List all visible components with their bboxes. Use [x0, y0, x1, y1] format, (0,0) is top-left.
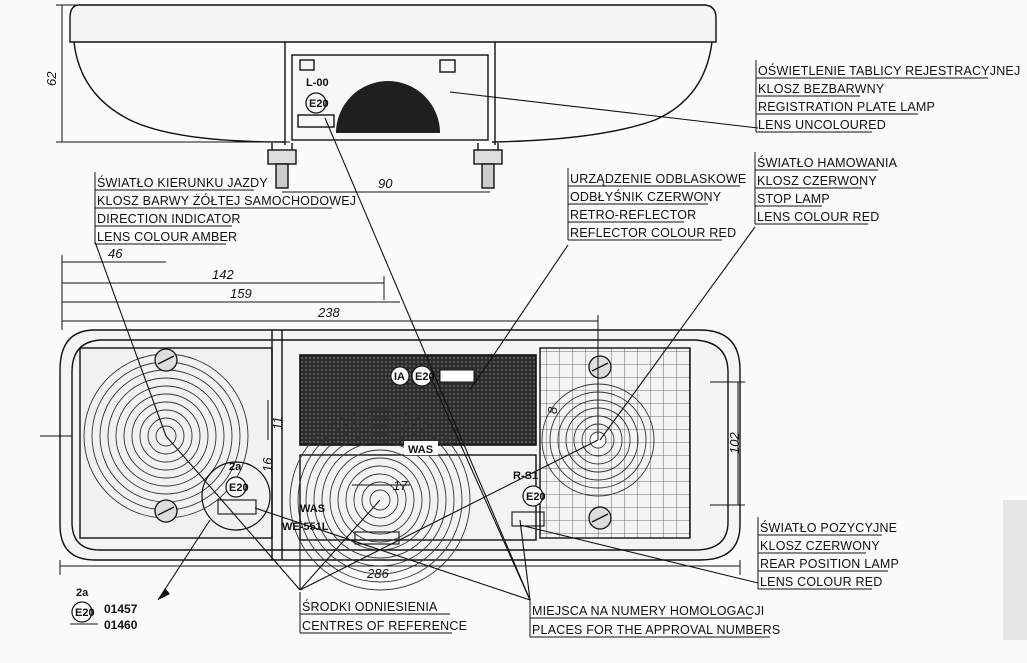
approval-number-2: 01460: [104, 618, 138, 632]
svg-text:LENS COLOUR AMBER: LENS COLOUR AMBER: [97, 230, 237, 244]
svg-text:REAR POSITION LAMP: REAR POSITION LAMP: [760, 557, 899, 571]
svg-text:RETRO-REFLECTOR: RETRO-REFLECTOR: [570, 208, 696, 222]
approval-number-1: 01457: [104, 602, 138, 616]
svg-text:ŚWIATŁO POZYCYJNE: ŚWIATŁO POZYCYJNE: [760, 520, 897, 535]
svg-text:KLOSZ BEZBARWNY: KLOSZ BEZBARWNY: [758, 82, 885, 96]
dim-62-text: 62: [44, 71, 59, 86]
dim-17-text: 17: [393, 478, 408, 493]
front-view: [59, 329, 741, 561]
svg-text:DIRECTION INDICATOR: DIRECTION INDICATOR: [97, 212, 241, 226]
label-retro-reflector: URZĄDZENIE ODBLASKOWE ODBŁYŚNIK CZERWONY…: [567, 168, 746, 241]
screws: [154, 348, 612, 530]
svg-text:STOP LAMP: STOP LAMP: [757, 192, 830, 206]
svg-text:ŚWIATŁO KIERUNKU JAZDY: ŚWIATŁO KIERUNKU JAZDY: [97, 175, 268, 190]
svg-text:CENTRES OF REFERENCE: CENTRES OF REFERENCE: [302, 619, 467, 633]
marking-we551: WE-551L: [282, 521, 329, 533]
svg-text:ODBŁYŚNIK CZERWONY: ODBŁYŚNIK CZERWONY: [570, 189, 722, 204]
marking-was: WAS: [408, 444, 433, 456]
marking-ia: IA: [394, 371, 405, 383]
svg-text:KLOSZ CZERWONY: KLOSZ CZERWONY: [757, 174, 877, 188]
dim-16-text: 16: [260, 457, 275, 472]
dim-286-text: 286: [366, 566, 389, 581]
marking-e20-right: E20: [526, 491, 546, 503]
svg-text:PLACES FOR THE APPROVAL NUMBER: PLACES FOR THE APPROVAL NUMBERS: [532, 623, 780, 637]
e-mark-icon: [225, 476, 247, 498]
marking-e20-top: E20: [309, 98, 329, 110]
marking-2a: 2a: [229, 461, 242, 473]
dim-46-text: 46: [108, 246, 123, 261]
svg-text:REGISTRATION PLATE LAMP: REGISTRATION PLATE LAMP: [758, 100, 935, 114]
marking-l00: L-00: [306, 77, 329, 89]
dim-11-text: 11: [270, 417, 285, 431]
top-view: [69, 4, 717, 189]
label-rear-position-lamp: ŚWIATŁO POZYCYJNE KLOSZ CZERWONY REAR PO…: [757, 517, 899, 590]
page-edge: [1003, 500, 1027, 640]
svg-text:ŚWIATŁO HAMOWANIA: ŚWIATŁO HAMOWANIA: [757, 155, 898, 170]
svg-text:URZĄDZENIE ODBLASKOWE: URZĄDZENIE ODBLASKOWE: [570, 172, 746, 186]
svg-text:OŚWIETLENIE TABLICY REJESTRACY: OŚWIETLENIE TABLICY REJESTRACYJNEJ: [758, 63, 1020, 78]
marking-e20-reflector: E20: [415, 371, 435, 383]
e-mark-icon: [305, 92, 327, 114]
label-centres-of-reference: ŚRODKI ODNIESIENIA CENTRES OF REFERENCE: [299, 592, 467, 634]
dim-90-text: 90: [378, 176, 393, 191]
label-stop-lamp: ŚWIATŁO HAMOWANIA KLOSZ CZERWONY STOP LA…: [754, 152, 898, 225]
svg-text:LENS UNCOLOURED: LENS UNCOLOURED: [758, 118, 886, 132]
marking-e20-bottom: E20: [75, 607, 95, 619]
e-mark-icon: [411, 365, 433, 387]
dimension-62: [56, 4, 290, 143]
svg-text:REFLECTOR COLOUR RED: REFLECTOR COLOUR RED: [570, 226, 736, 240]
dim-159-text: 159: [230, 286, 252, 301]
dim-102-text: 102: [727, 432, 742, 454]
label-direction-indicator: ŚWIATŁO KIERUNKU JAZDY KLOSZ BARWY ŻÓŁTE…: [94, 172, 356, 245]
marking-was-we: WAS: [300, 503, 325, 515]
dim-8-text: 8: [545, 406, 560, 414]
dim-238-text: 238: [317, 305, 340, 320]
arrow-head-icon: [158, 588, 170, 600]
svg-text:LENS COLOUR RED: LENS COLOUR RED: [760, 575, 882, 589]
label-approval-places: MIEJSCA NA NUMERY HOMOLOGACJI PLACES FOR…: [529, 600, 780, 638]
marking-e20-left: E20: [229, 482, 249, 494]
e-mark-icon: [522, 485, 544, 507]
svg-text:MIEJSCA NA NUMERY HOMOLOGACJI: MIEJSCA NA NUMERY HOMOLOGACJI: [532, 604, 764, 618]
dim-142-text: 142: [212, 267, 234, 282]
bottom-2a: 2a: [76, 587, 89, 599]
plate-lamp-lens-icon: [336, 81, 440, 133]
svg-text:KLOSZ BARWY ŻÓŁTEJ SAMOCHODOWE: KLOSZ BARWY ŻÓŁTEJ SAMOCHODOWEJ: [97, 193, 356, 208]
svg-text:KLOSZ CZERWONY: KLOSZ CZERWONY: [760, 539, 880, 553]
svg-text:LENS COLOUR RED: LENS COLOUR RED: [757, 210, 879, 224]
front-dimensions: [40, 255, 745, 575]
leader-lines: [94, 91, 759, 601]
label-plate-lamp: OŚWIETLENIE TABLICY REJESTRACYJNEJ KLOSZ…: [755, 60, 1020, 133]
approval-circle: [201, 461, 271, 531]
svg-text:ŚRODKI ODNIESIENIA: ŚRODKI ODNIESIENIA: [302, 599, 438, 614]
e-mark-icon: [71, 601, 93, 623]
